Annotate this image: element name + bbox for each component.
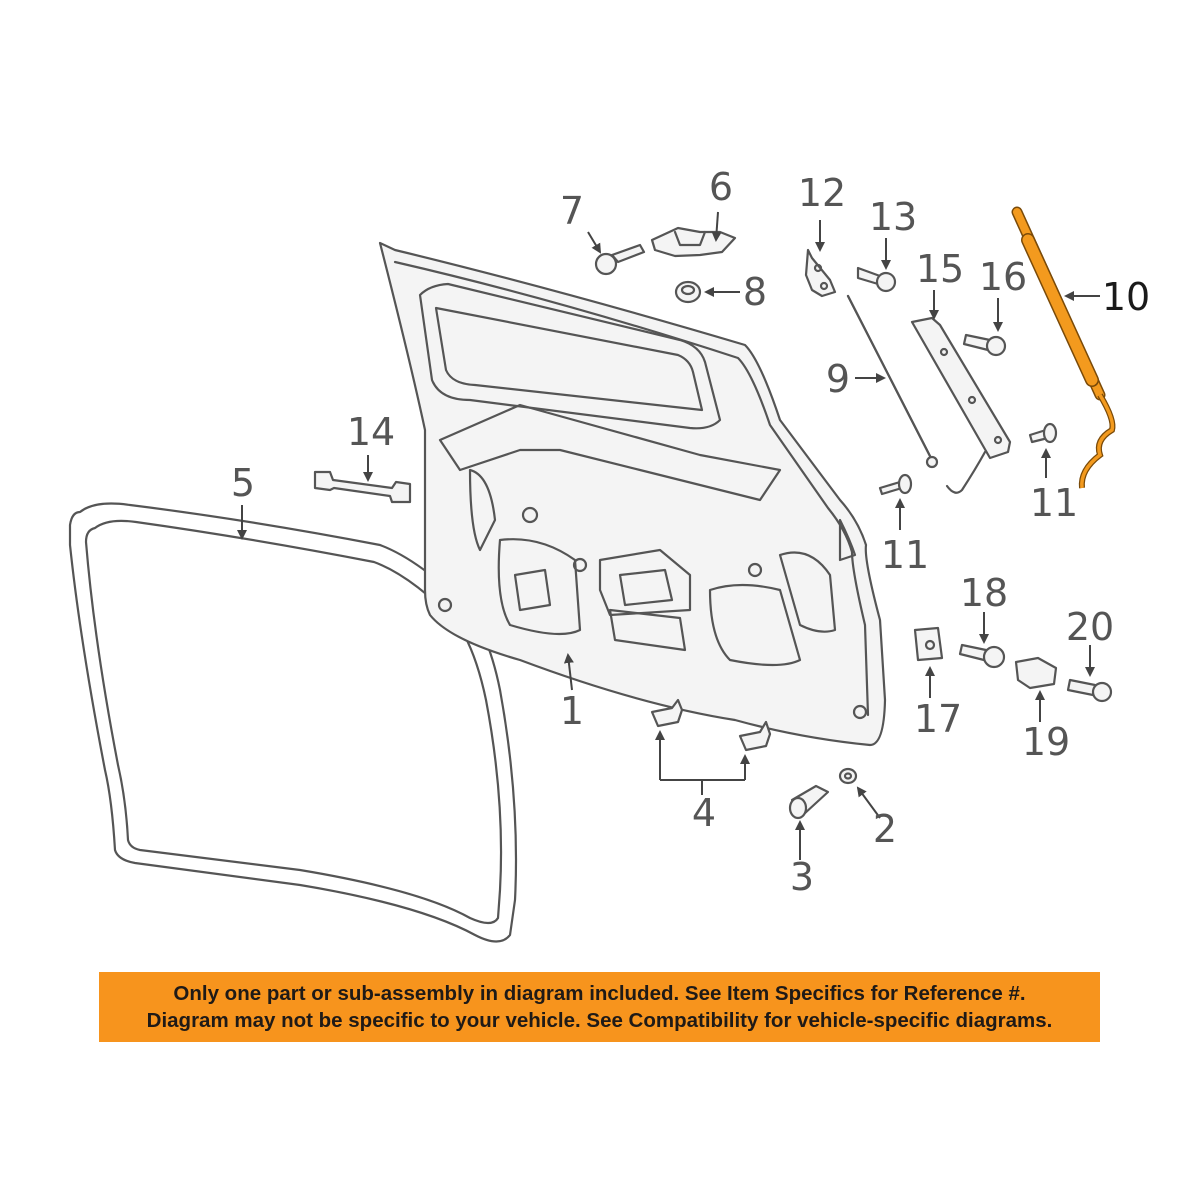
bumper-4b: [738, 720, 772, 752]
callout-5: 5: [231, 461, 255, 505]
disclaimer-line-2: Diagram may not be specific to your vehi…: [146, 1009, 1053, 1032]
bolt-13: [856, 266, 897, 293]
callout-labels: 1 2 3 4 5 6 7 8 9 10 11 11 12 13 14 15 1…: [231, 165, 1150, 899]
callout-18: 18: [960, 571, 1008, 615]
pin-3: [788, 784, 830, 820]
callout-11b: 11: [1030, 481, 1078, 525]
leader-lines: [237, 211, 1100, 860]
callout-14: 14: [347, 410, 395, 454]
callout-10: 10: [1102, 275, 1150, 319]
bolt-7: [594, 243, 646, 276]
callout-6: 6: [709, 165, 733, 209]
striker-plate: [650, 226, 737, 258]
callout-8: 8: [743, 270, 767, 314]
bolt-18: [958, 643, 1006, 669]
clip-17: [913, 626, 944, 662]
callout-13: 13: [869, 195, 917, 239]
weatherstrip-seal: [68, 502, 518, 943]
washer-2: [838, 767, 858, 785]
callout-4: 4: [692, 791, 716, 835]
callout-17: 17: [914, 697, 962, 741]
nut-8: [674, 280, 702, 304]
pull-handle: [313, 470, 412, 504]
power-liftgate-strut: [1011, 206, 1116, 489]
callout-3: 3: [790, 855, 814, 899]
liftgate-panel: [378, 241, 887, 747]
callout-1: 1: [560, 689, 584, 733]
bolt-16: [962, 333, 1007, 357]
callout-15: 15: [916, 247, 964, 291]
bumper-19: [1014, 656, 1058, 690]
callout-12: 12: [798, 171, 846, 215]
disclaimer-line-1: Only one part or sub-assembly in diagram…: [173, 982, 1026, 1005]
hinge-plate-15: [910, 316, 1012, 494]
callout-11a: 11: [881, 533, 929, 577]
callout-16: 16: [979, 255, 1027, 299]
bracket-12: [804, 248, 837, 298]
ball-stud-11a: [878, 473, 913, 496]
callout-2: 2: [873, 807, 897, 851]
callout-9: 9: [826, 357, 850, 401]
bumper-4a: [650, 698, 684, 728]
callout-20: 20: [1066, 605, 1114, 649]
callout-7: 7: [560, 189, 584, 233]
ball-stud-11b: [1028, 422, 1058, 444]
bolt-20: [1066, 678, 1113, 703]
support-strut: [846, 294, 939, 469]
disclaimer-banner: Only one part or sub-assembly in diagram…: [99, 972, 1100, 1042]
callout-19: 19: [1022, 720, 1070, 764]
